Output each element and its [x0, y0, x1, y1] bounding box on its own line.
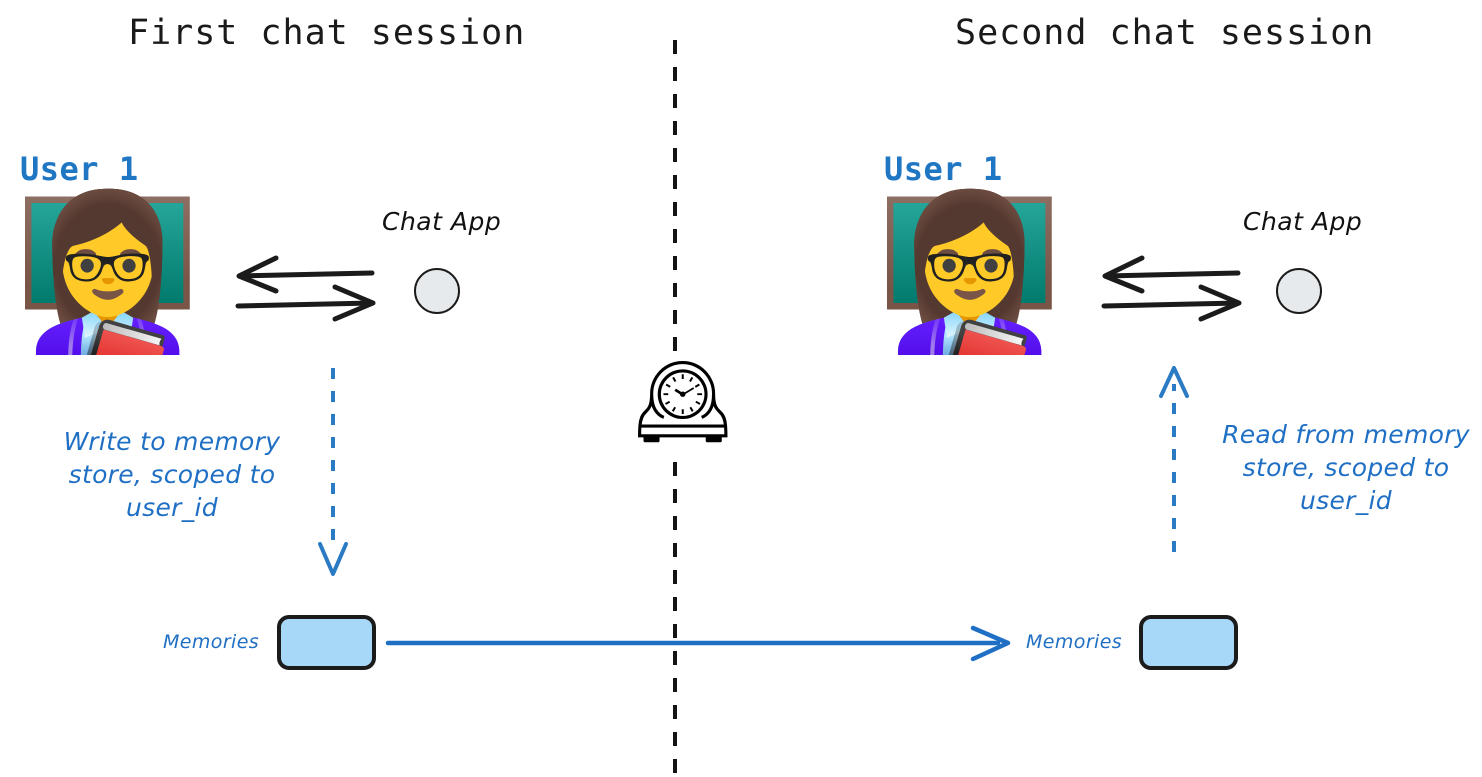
- read-annotation-second: Read from memory store, scoped to user_i…: [1215, 418, 1477, 517]
- session-title-second: Second chat session: [955, 13, 1375, 53]
- teacher-avatar-icon: 👩‍🏫: [876, 186, 1063, 360]
- memory-persistence-arrow: [385, 625, 1011, 662]
- annotation-line: Read from memory: [1222, 420, 1470, 449]
- teacher-avatar-icon: 👩‍🏫: [14, 186, 201, 360]
- memory-store-box-first[interactable]: [277, 615, 376, 670]
- user-label-first: User 1: [20, 150, 139, 188]
- user-label-second: User 1: [884, 150, 1003, 188]
- session-title-first: First chat session: [128, 13, 526, 53]
- arrow-left-icon: [1102, 255, 1241, 294]
- clock-icon: 🕰: [632, 355, 734, 448]
- arrow-right-icon: [235, 284, 376, 322]
- annotation-line: store, scoped to: [1242, 453, 1450, 482]
- chat-app-label-second: Chat App: [1243, 207, 1363, 236]
- memories-label-second: Memories: [1026, 631, 1123, 653]
- annotation-line: user_id: [1300, 486, 1392, 515]
- user-chatapp-exchange-arrows-second: [1101, 255, 1242, 322]
- annotation-line: store, scoped to: [68, 460, 276, 489]
- arrow-right-icon: [1101, 284, 1242, 322]
- write-annotation-first: Write to memory store, scoped to user_id: [42, 425, 302, 524]
- chat-app-node-second[interactable]: [1276, 268, 1322, 314]
- annotation-line: user_id: [126, 493, 218, 522]
- user-chatapp-exchange-arrows-first: [235, 255, 376, 322]
- read-flow-arrow-second: [1159, 366, 1189, 552]
- arrow-left-icon: [236, 255, 375, 294]
- annotation-line: Write to memory: [63, 427, 281, 456]
- memories-label-first: Memories: [163, 631, 260, 653]
- chat-app-node-first[interactable]: [414, 268, 460, 314]
- chat-app-label-first: Chat App: [382, 207, 502, 236]
- write-flow-arrow-first: [318, 368, 348, 576]
- memory-store-box-second[interactable]: [1139, 615, 1238, 670]
